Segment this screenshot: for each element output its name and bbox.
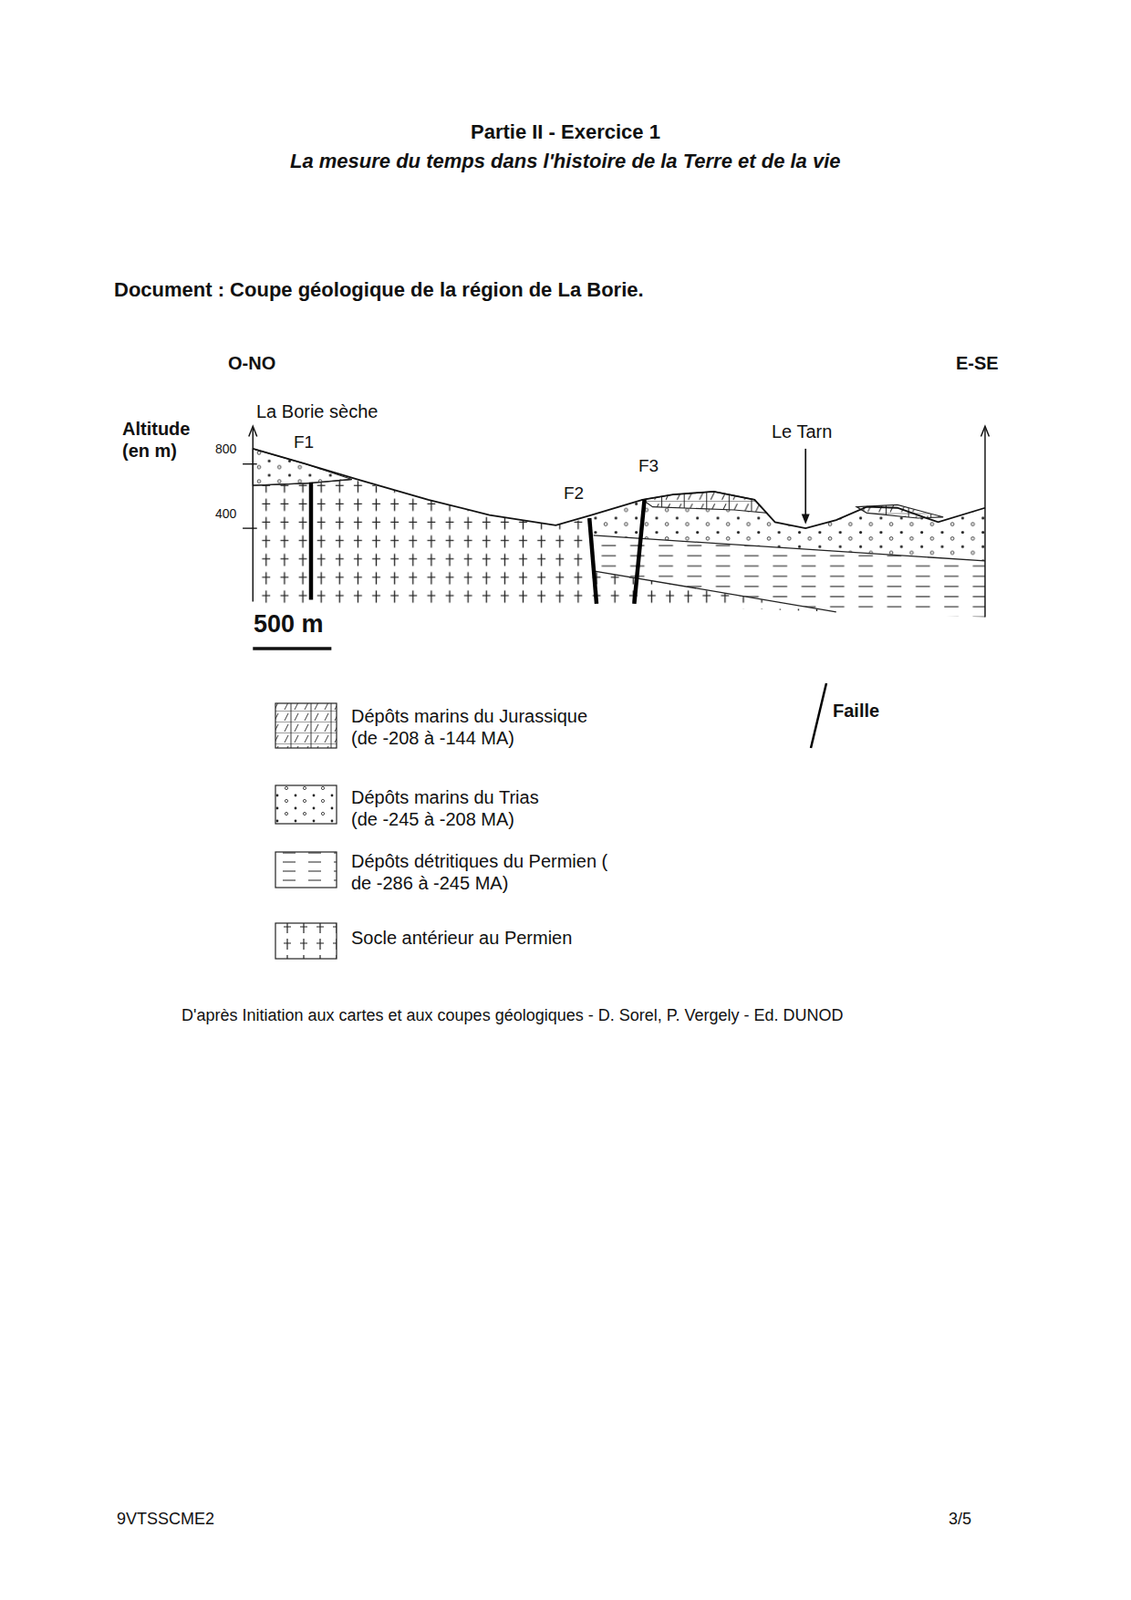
legend-text: Dépôts marins du Trias (de -245 à -208 M… bbox=[351, 786, 548, 831]
fault-f3 bbox=[633, 499, 644, 604]
axis-title: Altitude (en m) bbox=[122, 417, 207, 462]
subtitle: La mesure du temps dans l'histoire de la… bbox=[290, 149, 841, 174]
scale-bar bbox=[252, 646, 332, 650]
direction-label: E-SE bbox=[955, 352, 999, 374]
source-caption: D'après Initiation aux cartes et aux cou… bbox=[181, 1006, 843, 1027]
fault-name: F2 bbox=[563, 483, 584, 505]
legend-text: Dépôts détritiques du Permien ( de -286 … bbox=[351, 850, 619, 894]
legend-text: Socle antérieur au Permien bbox=[351, 926, 572, 949]
fault-name: F1 bbox=[293, 432, 314, 454]
page-title: Partie II - Exercice 1 bbox=[470, 120, 661, 145]
page-code: 9VTSSCME2 bbox=[116, 1509, 215, 1530]
fault-f2 bbox=[589, 518, 597, 604]
page-number: 3/5 bbox=[948, 1509, 972, 1530]
place-name: La Borie sèche bbox=[256, 400, 378, 423]
direction-label: O-NO bbox=[228, 352, 276, 374]
legend-text: Faille bbox=[832, 699, 880, 722]
river-name: Le Tarn bbox=[771, 420, 832, 443]
fault-f1 bbox=[309, 482, 313, 601]
legend-text: Dépôts marins du Jurassique (de -208 à -… bbox=[351, 705, 616, 749]
axis-tick: 800 bbox=[215, 441, 237, 457]
document-heading: Document : Coupe géologique de la région… bbox=[114, 278, 644, 302]
fault-name: F3 bbox=[638, 456, 659, 478]
legend-swatches bbox=[275, 683, 827, 959]
axis-tick: 400 bbox=[215, 506, 237, 522]
cross-section bbox=[242, 425, 989, 649]
scale-label: 500 m bbox=[253, 609, 324, 639]
